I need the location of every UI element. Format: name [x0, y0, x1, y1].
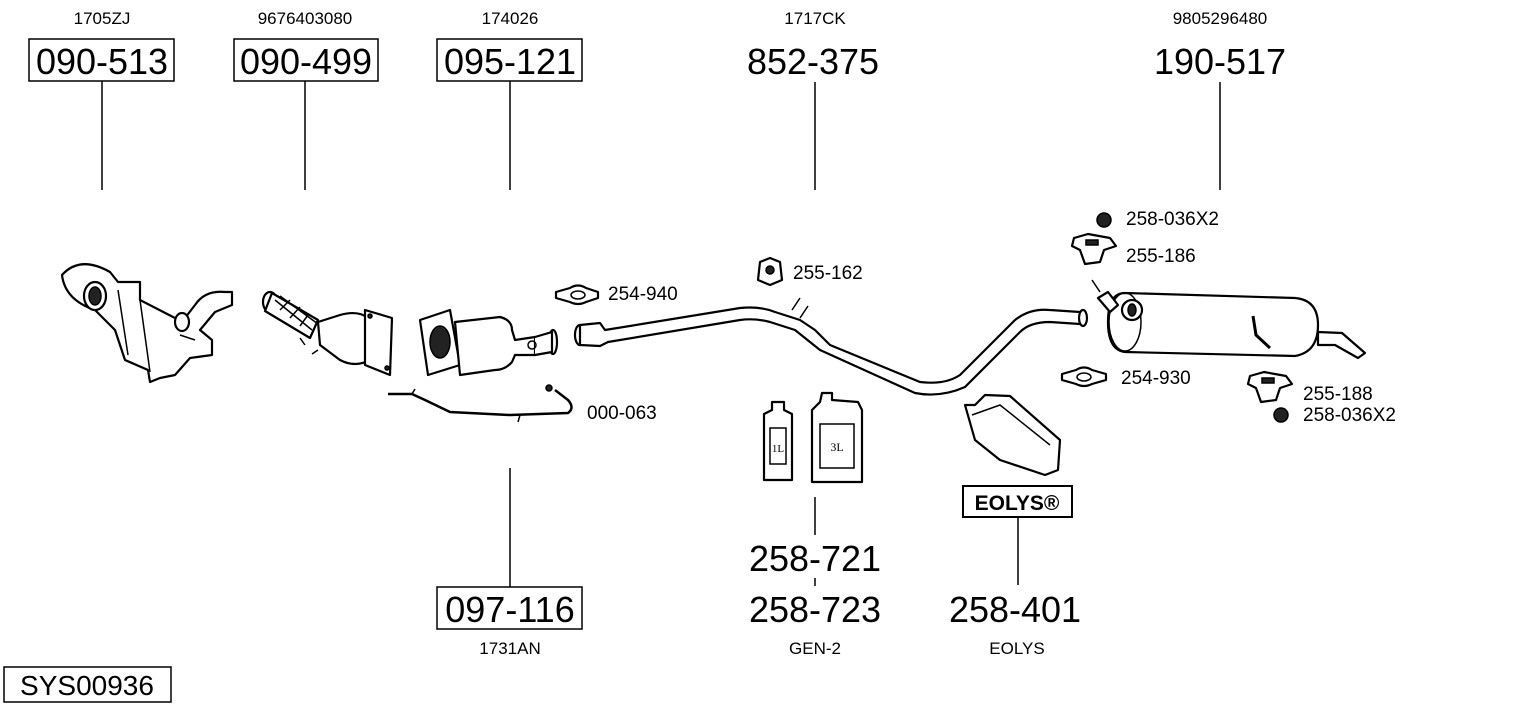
intermediate-pipe-drawing[interactable]	[573, 297, 1089, 396]
ref-1731an: 1731AN	[479, 639, 540, 658]
label-000-063[interactable]: 000-063	[587, 403, 657, 424]
hanger-255-162-icon[interactable]	[756, 256, 784, 287]
dpf-drawing[interactable]	[418, 308, 559, 377]
eolys-brand-box	[962, 485, 1073, 518]
diagram-id-box	[3, 666, 172, 703]
ref-1717ck: 1717CK	[784, 9, 846, 28]
additive-tank-drawing[interactable]	[963, 393, 1062, 477]
label-255-162[interactable]: 255-162	[793, 263, 863, 284]
can-label-3l: 3L	[830, 440, 843, 454]
ref-gen-2: GEN-2	[789, 639, 841, 658]
clamp-254-940-icon[interactable]	[554, 284, 600, 306]
catalytic-converter-flex-drawing[interactable]	[261, 290, 394, 377]
hanger-255-186-icon[interactable]	[1070, 232, 1118, 266]
label-254-930[interactable]: 254-930	[1121, 368, 1191, 389]
nut-icon[interactable]	[1096, 212, 1112, 228]
code-box	[233, 38, 379, 82]
ref-9676403080: 9676403080	[258, 9, 353, 28]
pressure-sensor-pipe-drawing[interactable]	[388, 384, 573, 423]
leader-lines	[101, 81, 1221, 587]
diesel-particulate-filter-drawing[interactable]	[60, 263, 234, 384]
label-255-188[interactable]: 255-188	[1303, 384, 1373, 405]
label-254-940[interactable]: 254-940	[608, 284, 678, 305]
part-code-258-723[interactable]: 258-723	[749, 589, 881, 630]
part-code-258-721[interactable]: 258-721	[749, 538, 881, 579]
part-code-095-121[interactable]: 095-121	[444, 41, 576, 82]
ref-9805296480: 9805296480	[1173, 9, 1268, 28]
part-code-097-116[interactable]: 097-116	[445, 589, 574, 630]
part-code-190-517[interactable]: 190-517	[1154, 41, 1286, 82]
part-code-258-401[interactable]: 258-401	[949, 589, 1081, 630]
rear-silencer-drawing[interactable]	[1091, 279, 1367, 360]
bottle-label-1l: 1L	[772, 443, 785, 455]
eolys-brand-logo: EOLYS®	[975, 492, 1060, 515]
part-code-090-513[interactable]: 090-513	[36, 41, 168, 82]
code-box	[28, 38, 175, 82]
diagram-id: SYS00936	[20, 670, 154, 701]
label-258-036x2-top[interactable]: 258-036X2	[1126, 209, 1219, 230]
nut-icon[interactable]	[1273, 407, 1289, 423]
part-code-852-375[interactable]: 852-375	[747, 41, 879, 82]
additive-can-3l-drawing[interactable]: 3L	[810, 391, 864, 484]
ref-1705zj: 1705ZJ	[74, 9, 131, 28]
part-code-090-499[interactable]: 090-499	[240, 41, 372, 82]
ref-174026: 174026	[482, 9, 539, 28]
label-255-186[interactable]: 255-186	[1126, 246, 1196, 267]
label-258-036x2-bottom[interactable]: 258-036X2	[1303, 405, 1396, 426]
code-box	[436, 586, 583, 630]
clamp-254-930-icon[interactable]	[1060, 366, 1108, 388]
hanger-255-188-icon[interactable]	[1246, 370, 1294, 404]
additive-bottle-1l-drawing[interactable]: 1L	[762, 400, 794, 482]
ref-eolys: EOLYS	[989, 639, 1044, 658]
